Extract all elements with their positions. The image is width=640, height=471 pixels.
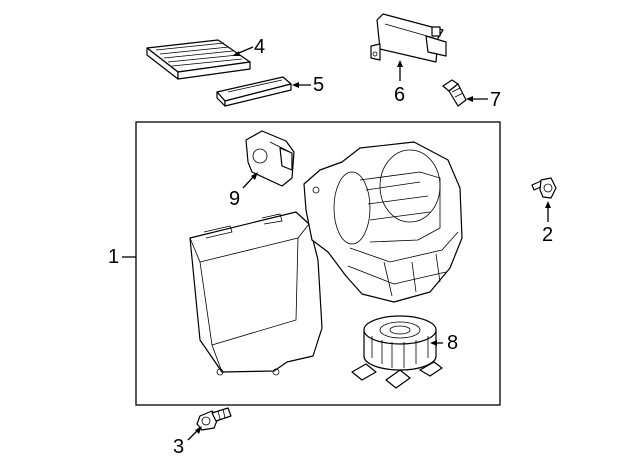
bolt-part[interactable] <box>196 407 232 431</box>
callout-9[interactable]: 9 <box>229 188 241 210</box>
assembly-frame <box>135 121 501 406</box>
callout-6[interactable]: 6 <box>394 84 406 106</box>
filter-cover-part[interactable] <box>216 76 292 107</box>
callout-8[interactable]: 8 <box>447 332 459 354</box>
cabin-air-filter-part[interactable] <box>146 39 251 80</box>
callout-2[interactable]: 2 <box>542 224 554 246</box>
housing-part[interactable] <box>189 141 463 376</box>
leader-lines <box>122 46 551 441</box>
callout-3[interactable]: 3 <box>173 436 185 458</box>
callout-1[interactable]: 1 <box>108 246 120 268</box>
actuator-part[interactable] <box>245 130 295 187</box>
callout-7[interactable]: 7 <box>490 89 502 111</box>
callout-5[interactable]: 5 <box>313 74 325 96</box>
control-module-part[interactable] <box>370 13 447 63</box>
callout-4[interactable]: 4 <box>254 36 266 58</box>
screw-part[interactable] <box>442 79 467 107</box>
bolt-part[interactable] <box>531 177 557 199</box>
blower-motor-part[interactable] <box>351 315 443 389</box>
